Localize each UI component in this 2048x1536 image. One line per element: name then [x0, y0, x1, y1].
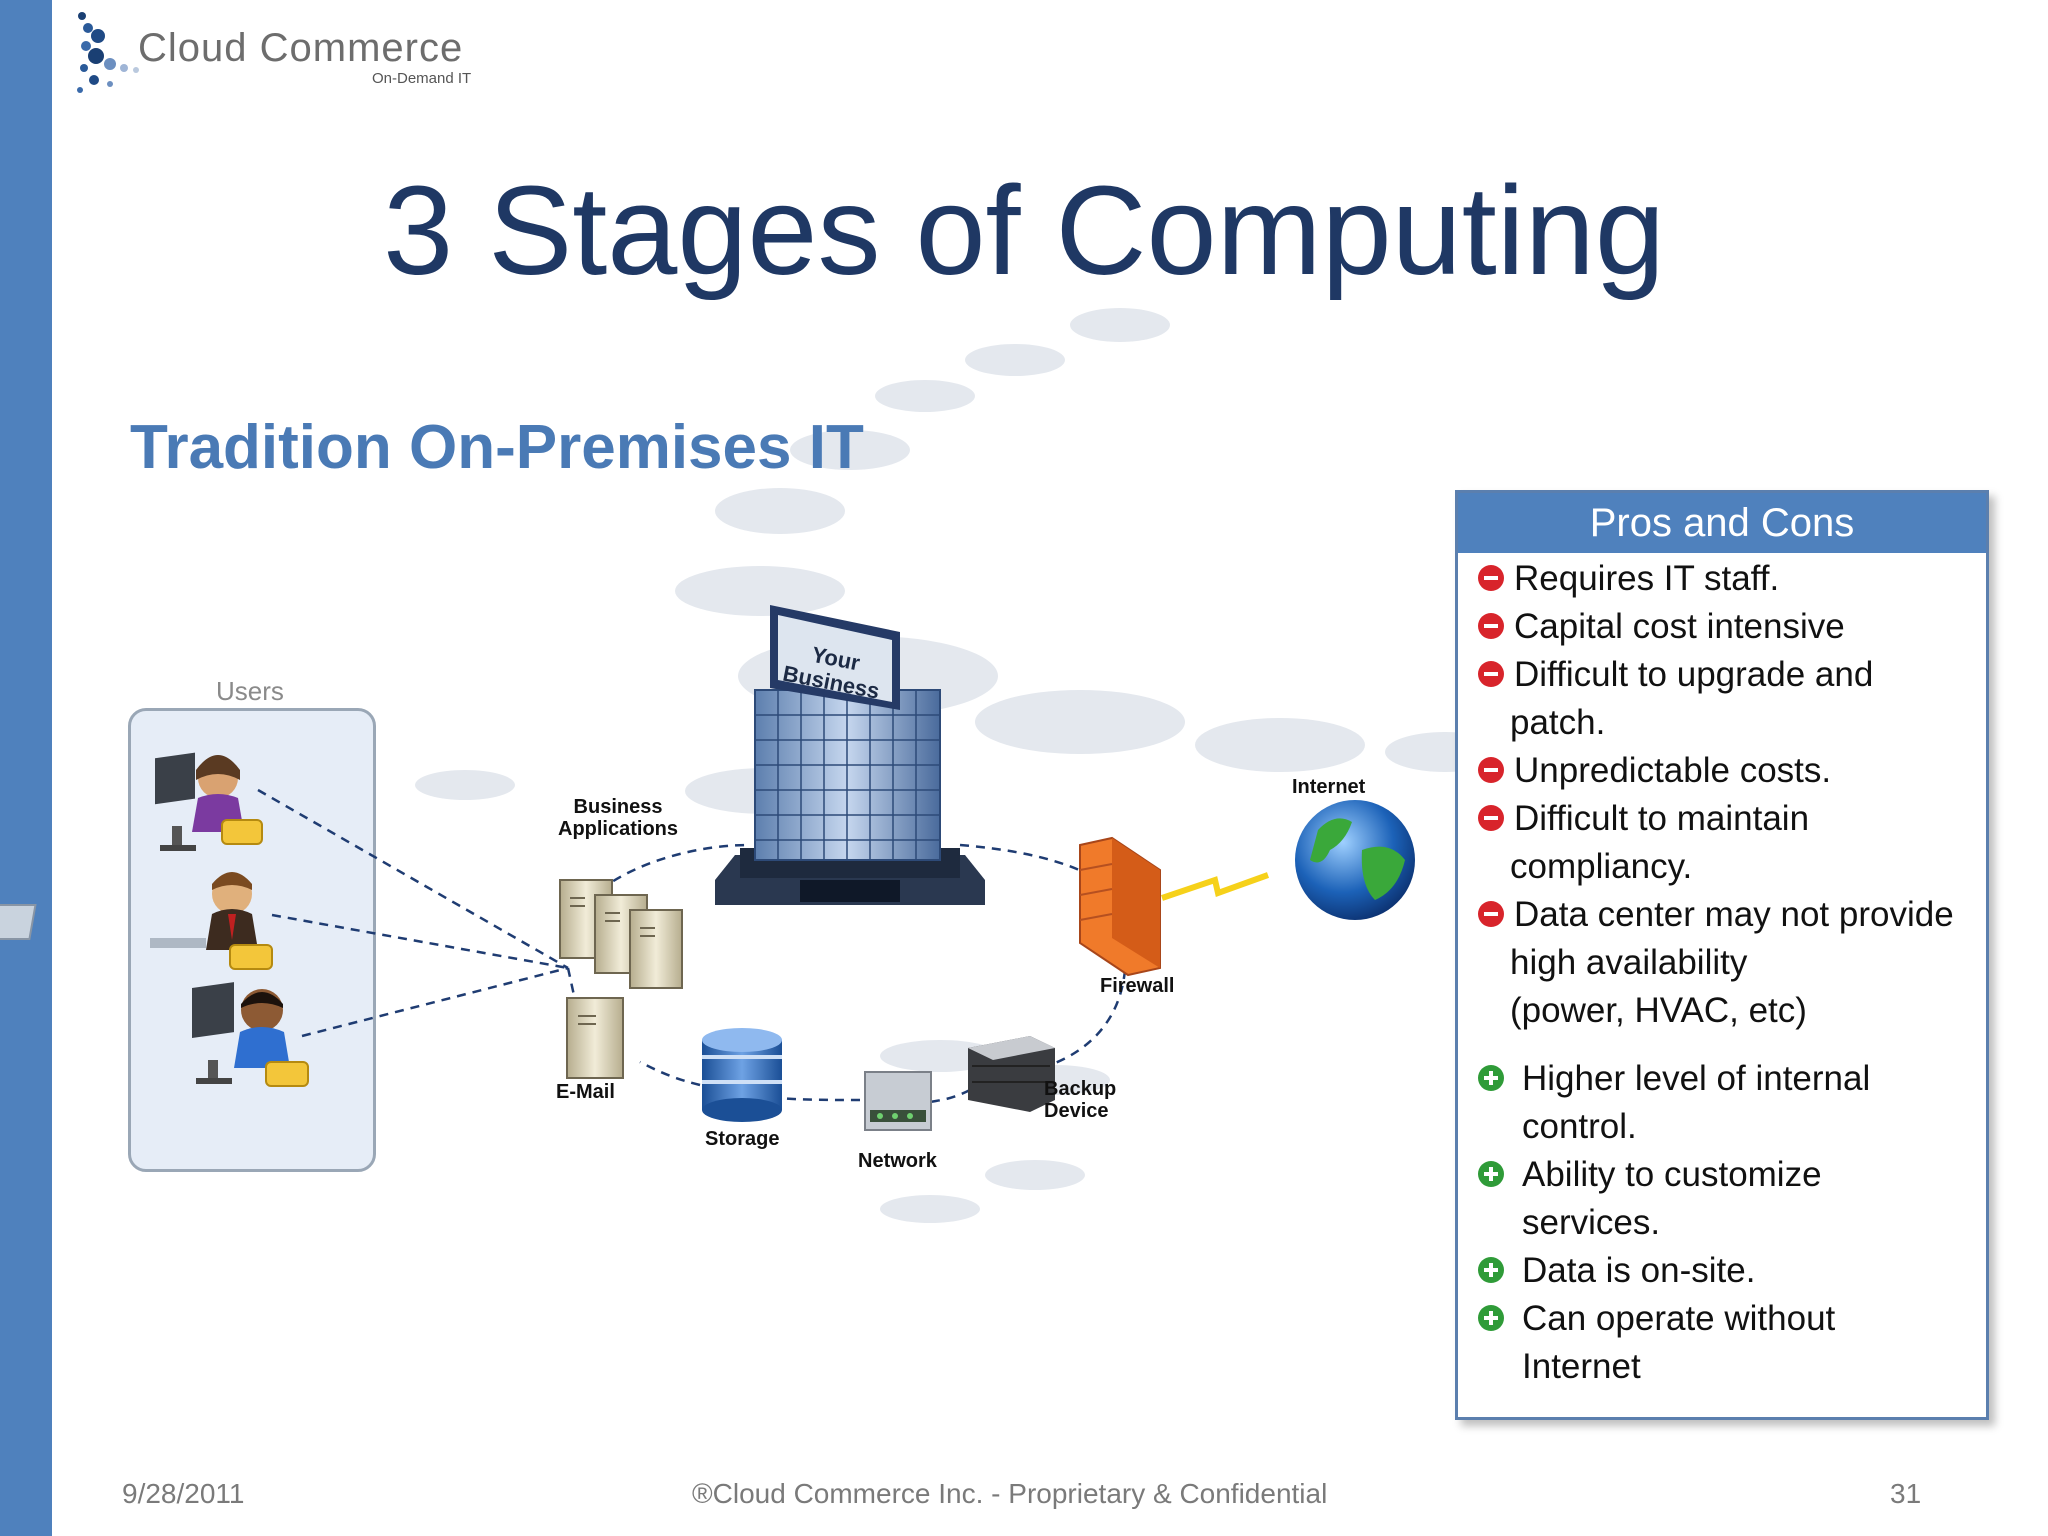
logo-brand-text: Cloud Commerce [138, 26, 464, 70]
footer-date: 9/28/2011 [122, 1478, 245, 1509]
pro-plus-icon [1478, 1305, 1504, 1331]
con-minus-icon [1478, 805, 1504, 831]
footer-page-number: 31 [1890, 1478, 1922, 1509]
pro-item-line: Data is on-site. [1522, 1251, 1756, 1290]
firewall-label: Firewall [1100, 975, 1175, 997]
con-minus-icon [1478, 565, 1504, 591]
footer-copyright: ®Cloud Commerce Inc. - Proprietary & Con… [692, 1478, 1328, 1509]
backup-device-icon [968, 1036, 1055, 1112]
label-line: Business [573, 796, 663, 818]
pro-item-line: Ability to customize [1522, 1155, 1822, 1194]
decorative-cloud [985, 1160, 1085, 1190]
con-item-line: patch. [1510, 703, 1606, 742]
con-item: Data center may not provide high availab… [1510, 891, 1954, 1035]
storage-database-icon [702, 1028, 782, 1122]
logo-tagline: On-Demand IT [372, 70, 472, 87]
con-item: Requires IT staff. [1514, 555, 1779, 603]
pro-item: Higher level of internal control. [1522, 1055, 1870, 1151]
con-item-line: Difficult to maintain [1514, 799, 1810, 838]
con-minus-icon [1478, 661, 1504, 687]
slide-title: 3 Stages of Computing [383, 160, 1665, 301]
application-servers-icon [559, 879, 683, 989]
decorative-cloud [965, 344, 1065, 376]
firewall-icon [1079, 836, 1161, 977]
con-item: Unpredictable costs. [1514, 747, 1831, 795]
pro-item-line: services. [1522, 1203, 1661, 1242]
con-item-line: (power, HVAC, etc) [1510, 991, 1807, 1030]
internet-label: Internet [1292, 776, 1366, 798]
pro-plus-icon [1478, 1257, 1504, 1283]
con-item-line: compliancy. [1510, 847, 1693, 886]
decorative-cloud [790, 430, 910, 470]
email-server-icon [566, 997, 624, 1079]
con-item: Difficult to upgrade and patch. [1510, 651, 1874, 747]
pro-item: Can operate without Internet [1522, 1295, 1835, 1391]
logo-dots-icon [77, 12, 139, 93]
network-switch-icon [864, 1071, 932, 1131]
con-item-line: Difficult to upgrade and [1514, 655, 1874, 694]
con-minus-icon [1478, 613, 1504, 639]
con-minus-icon [1478, 757, 1504, 783]
label-line: Device [1044, 1100, 1109, 1122]
storage-label: Storage [705, 1128, 780, 1150]
pro-item-line: Can operate without [1522, 1299, 1836, 1338]
internet-globe-icon [1295, 800, 1415, 920]
con-item-line: high availability [1510, 943, 1748, 982]
pro-plus-icon [1478, 1161, 1504, 1187]
email-label: E-Mail [556, 1081, 615, 1103]
pro-item-line: Higher level of internal [1522, 1059, 1871, 1098]
con-item: Difficult to maintain compliancy. [1510, 795, 1810, 891]
decorative-cloud [875, 380, 975, 412]
user-workstation-icon [155, 752, 263, 851]
decorative-cloud [880, 1195, 980, 1223]
con-item-line: Data center may not provide [1514, 895, 1954, 934]
network-ring-line [599, 843, 1127, 1104]
con-minus-icon [1478, 901, 1504, 927]
business-applications-label: Business Applications [558, 796, 678, 840]
con-item: Capital cost intensive [1514, 603, 1845, 651]
decorative-cloud [715, 488, 845, 534]
user-connection-lines [257, 788, 577, 1038]
label-line: Backup [1044, 1078, 1117, 1100]
connection-bolt-icon [1161, 872, 1270, 901]
pro-plus-icon [1478, 1065, 1504, 1091]
con-item-line: Requires IT staff. [1514, 559, 1780, 598]
decorative-cloud [1070, 308, 1170, 342]
decorative-cloud [675, 566, 845, 616]
company-logo: Cloud Commerce On-Demand IT [70, 6, 510, 96]
left-accent-bar [0, 0, 52, 1536]
pro-item-line: control. [1522, 1107, 1637, 1146]
decorative-cloud [415, 770, 515, 800]
pro-item: Ability to customize services. [1522, 1151, 1822, 1247]
decorative-cloud [975, 690, 1185, 754]
decorative-cloud [1195, 718, 1365, 772]
office-building-icon [715, 605, 985, 905]
network-label: Network [858, 1150, 937, 1172]
user-workstation-icon [192, 982, 309, 1087]
pros-cons-panel: Pros and Cons Requires IT staff. Capital… [1455, 490, 1989, 1420]
con-item-line: Capital cost intensive [1514, 607, 1845, 646]
backup-device-label: Backup Device [1044, 1078, 1116, 1122]
section-subtitle: Tradition On-Premises IT [130, 413, 864, 482]
pro-item: Data is on-site. [1522, 1247, 1755, 1295]
label-line: Applications [558, 818, 679, 840]
con-item-line: Unpredictable costs. [1514, 751, 1832, 790]
pros-cons-header: Pros and Cons [1458, 493, 1986, 553]
users-label: Users [216, 676, 284, 706]
pro-item-line: Internet [1522, 1347, 1641, 1386]
user-workstation-icon [0, 872, 273, 970]
